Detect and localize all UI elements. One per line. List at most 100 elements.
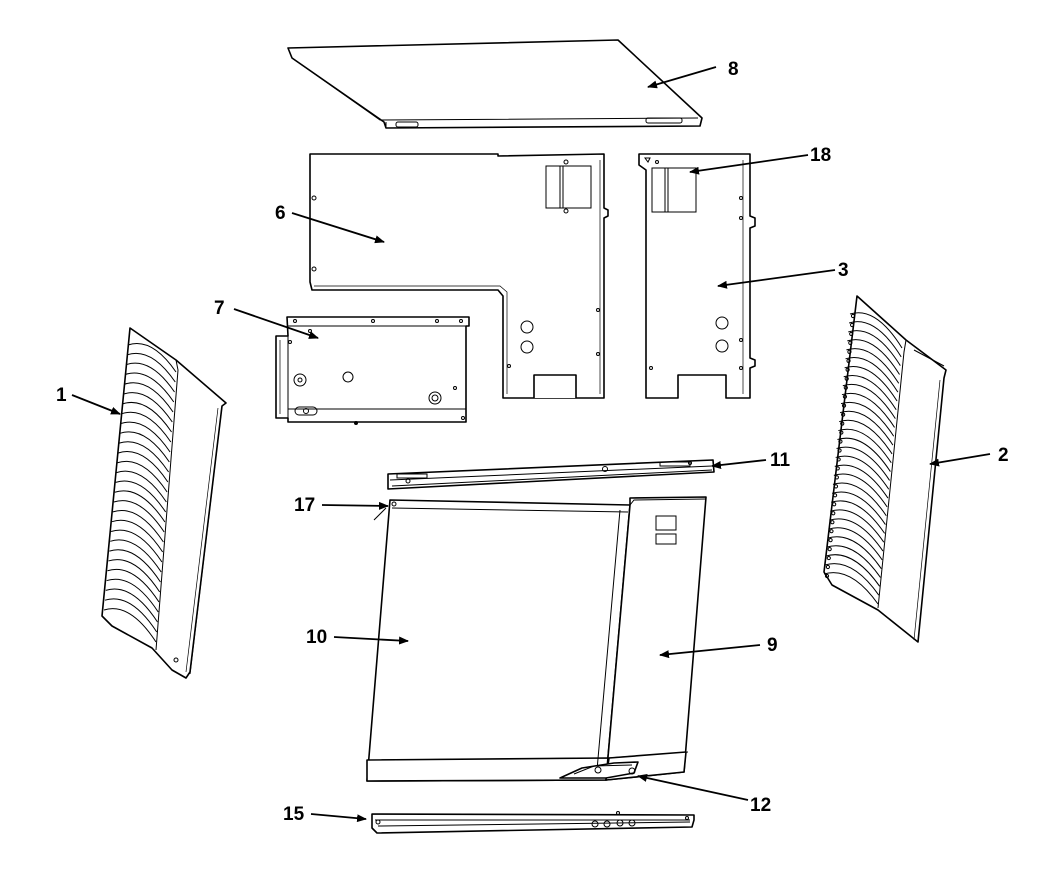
louver-pin	[828, 538, 833, 543]
leader-1	[71, 394, 121, 415]
louver-slat	[826, 545, 881, 578]
louver-slat	[115, 480, 167, 513]
louver-slat	[111, 519, 164, 553]
louver-slat	[849, 312, 903, 349]
louver-slat	[120, 421, 171, 453]
leader-18	[689, 154, 809, 175]
callout-3: 3	[838, 260, 849, 281]
callout-1: 1	[56, 385, 67, 406]
louver-pin	[826, 555, 831, 561]
louver-pin	[835, 466, 840, 471]
leader-9	[659, 644, 761, 659]
louver-slat	[125, 372, 175, 403]
callout-15: 15	[283, 804, 305, 825]
leader-11	[711, 459, 767, 469]
louver-slat	[842, 384, 896, 419]
louver-slat	[118, 451, 169, 483]
louver-slat	[833, 473, 888, 508]
louver-slat	[839, 410, 894, 446]
louver-slat	[827, 536, 882, 569]
top-rail-part-11	[387, 459, 715, 490]
louver-slat	[106, 578, 159, 613]
louver-slat	[104, 598, 158, 633]
louver-slat	[832, 482, 887, 517]
rear-panel-part-6	[309, 153, 609, 399]
callout-8: 8	[728, 59, 739, 80]
leader-17	[321, 501, 389, 510]
louver-pin	[833, 484, 839, 489]
louver-slat	[108, 559, 161, 593]
leader-10	[333, 636, 409, 645]
louver-pin	[836, 457, 841, 462]
louver-slat	[831, 491, 886, 525]
louver-pin	[850, 322, 855, 328]
base-plate-part-7	[275, 316, 470, 425]
callout-10: 10	[306, 627, 327, 648]
louver-pin	[841, 403, 847, 408]
louver-slat	[119, 431, 170, 463]
louver-slat	[118, 441, 170, 473]
top-panel-part-8	[287, 39, 703, 129]
louver-slat	[843, 375, 897, 411]
louver-pin	[844, 376, 849, 381]
louver-pin	[838, 439, 843, 444]
louver-slat	[823, 572, 879, 605]
louver-pin	[834, 475, 839, 480]
louver-pin	[850, 313, 856, 319]
louver-slat	[839, 419, 893, 455]
louver-slat	[121, 411, 172, 443]
louver-pin	[832, 502, 837, 507]
louver-slat	[105, 588, 158, 623]
callout-9: 9	[767, 635, 778, 656]
louver-pin	[837, 448, 842, 453]
leader-3	[717, 269, 836, 289]
louver-pin	[842, 394, 848, 399]
louver-pin	[845, 367, 850, 372]
leader-7	[233, 308, 319, 339]
louver-pin	[841, 412, 846, 417]
louver-pin	[839, 430, 844, 435]
louver-slat	[845, 357, 899, 393]
leader-lines	[71, 66, 991, 823]
louver-slat	[117, 460, 168, 493]
louver-slat	[112, 510, 164, 543]
louver-slat	[126, 362, 175, 393]
leader-6	[291, 212, 385, 244]
louver-pin	[824, 573, 830, 579]
louver-slat	[847, 339, 900, 375]
right-louver-panel-part-2	[823, 295, 947, 643]
louver-slat	[110, 529, 163, 563]
callout-7: 7	[214, 298, 225, 319]
louver-slat	[835, 455, 890, 490]
louver-pin	[830, 520, 835, 525]
louver-slat	[846, 348, 900, 384]
leader-15	[310, 813, 367, 823]
louver-pin	[840, 421, 845, 426]
louver-slat	[107, 569, 160, 603]
louver-slat	[126, 352, 176, 383]
louver-slat	[840, 401, 895, 437]
left-louver-panel-part-1	[101, 327, 227, 679]
louver-slat	[113, 500, 165, 533]
louver-slat	[109, 549, 161, 583]
louver-slat	[844, 366, 898, 402]
louver-slat	[122, 402, 172, 433]
louver-slat	[824, 563, 880, 596]
louver-pin	[829, 529, 834, 534]
louver-slat	[829, 518, 884, 552]
louver-pin	[843, 385, 848, 390]
callout-12: 12	[750, 795, 771, 816]
callout-labels: 1 2 3 6 7 8 9 10 11 12 15 17 18	[56, 59, 1009, 825]
callout-17: 17	[294, 495, 315, 516]
louver-pin	[832, 493, 838, 498]
louver-slat	[848, 321, 902, 358]
front-panel-part-9	[559, 496, 707, 781]
louver-slat	[838, 428, 892, 464]
leader-12	[637, 774, 749, 801]
louver-slat	[124, 382, 174, 413]
louver-pin	[831, 511, 836, 516]
louver-slat	[114, 490, 166, 523]
leader-2	[929, 453, 991, 467]
louver-slat	[110, 539, 162, 573]
